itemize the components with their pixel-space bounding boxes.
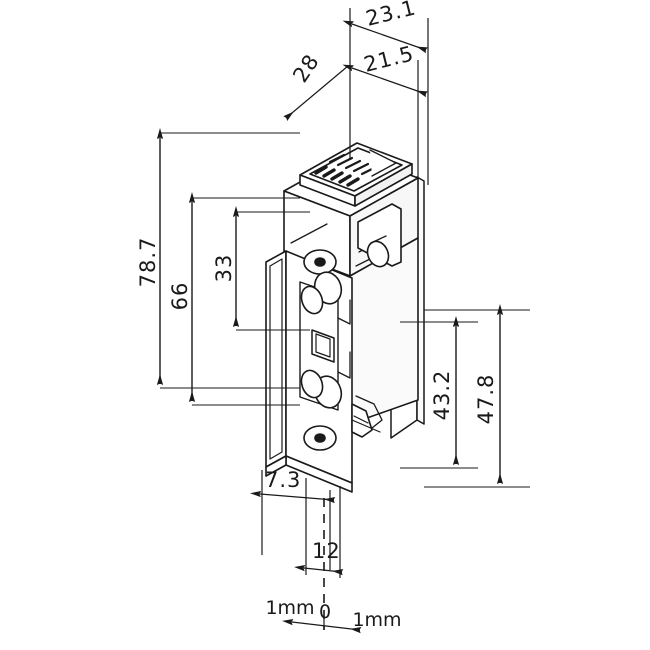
dimension-label-33: 33 bbox=[212, 254, 236, 283]
product-illustration bbox=[265, 142, 425, 493]
strike-lip bbox=[351, 395, 383, 438]
scale-label-center: 0 bbox=[319, 601, 331, 623]
dimension-12 bbox=[294, 478, 344, 578]
dimension-label-66: 66 bbox=[168, 282, 192, 311]
terminal-block bbox=[299, 142, 413, 207]
dimension-label-43-2: 43.2 bbox=[430, 370, 454, 421]
dimension-21-5 bbox=[342, 60, 428, 180]
scale-label-left: 1mm bbox=[265, 597, 314, 619]
dimension-43-2 bbox=[400, 316, 478, 469]
faceplate-foot bbox=[265, 455, 353, 493]
keeper-assembly bbox=[299, 271, 351, 411]
faceplate-screws bbox=[303, 249, 337, 451]
dimension-label-78-7: 78.7 bbox=[136, 237, 160, 288]
dimension-47-8 bbox=[424, 304, 530, 488]
dimension-label-12: 12 bbox=[312, 539, 341, 563]
dimension-label-47-8: 47.8 bbox=[474, 374, 498, 425]
dimension-28 bbox=[283, 65, 349, 122]
dimension-66 bbox=[188, 192, 300, 406]
dimension-label-7-3: 7.3 bbox=[265, 468, 301, 492]
dimension-33 bbox=[232, 206, 310, 331]
dimension-7-3 bbox=[250, 470, 336, 570]
mounting-tab-top bbox=[357, 203, 402, 268]
dimension-78-7 bbox=[156, 128, 300, 389]
scale-label-right: 1mm bbox=[352, 609, 401, 631]
scale-bar bbox=[282, 618, 362, 634]
